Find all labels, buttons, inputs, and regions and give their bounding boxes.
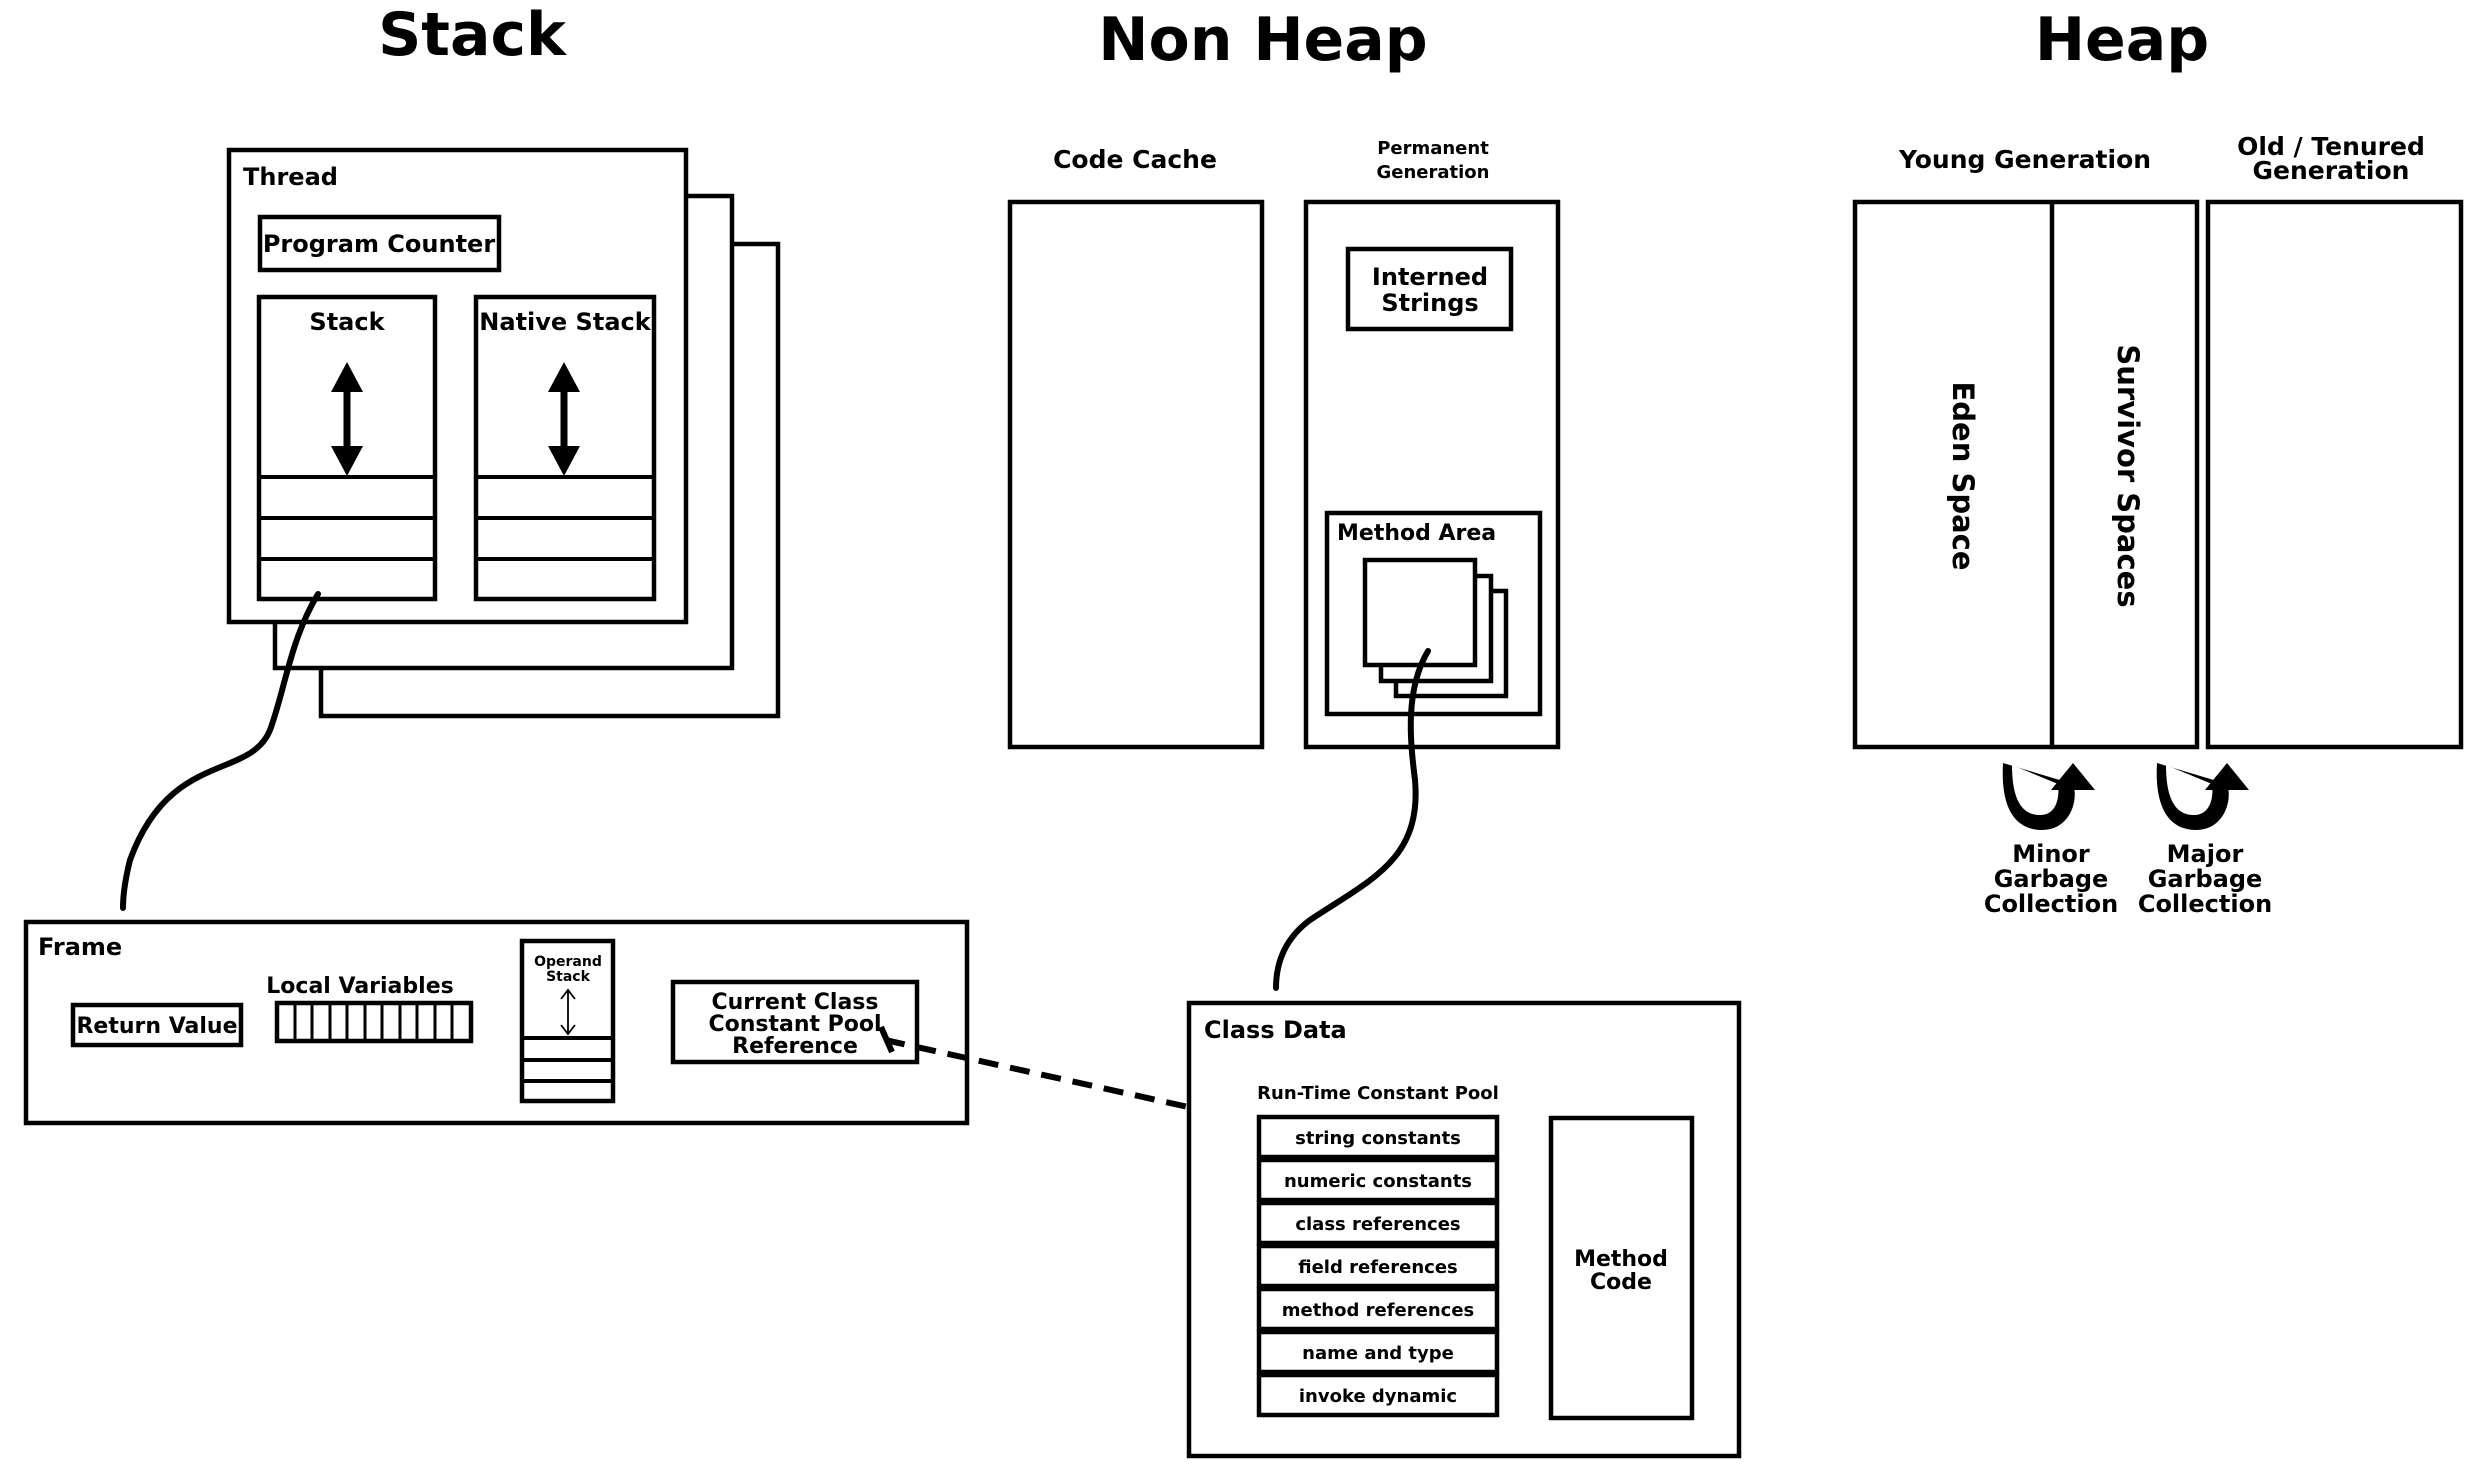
interned-strings-box: [1345, 246, 1514, 332]
young-generation-label: Young Generation: [1898, 145, 2151, 174]
operand-stack-label-line2: Stack: [546, 969, 591, 985]
stack-growth-arrow-icon: [331, 362, 363, 476]
method-code-box: [1548, 1115, 1695, 1421]
survivor-spaces-label: Survivor Spaces: [2111, 344, 2145, 607]
major-gc-curved-arrow-icon: [2156, 763, 2249, 830]
major-gc-label-line2: Garbage: [2148, 865, 2263, 893]
program-counter-box: [257, 214, 502, 273]
pool-item-label: field references: [1298, 1257, 1458, 1278]
local-variables-array: [274, 1000, 474, 1044]
major-gc-label-line1: Major: [2167, 840, 2244, 868]
ccp-reference-label-line2: Constant Pool: [708, 1012, 881, 1037]
stack-to-frame-connector: [120, 591, 321, 911]
stack-label: Stack: [309, 308, 385, 336]
method-area-class-front: [1362, 557, 1478, 668]
eden-space-label: Eden Space: [1946, 381, 1980, 570]
minor-gc-label-line2: Garbage: [1994, 865, 2109, 893]
code-cache-label: Code Cache: [1053, 145, 1217, 174]
pool-item-invoke-dynamic: [1256, 1372, 1500, 1418]
pool-item-label: name and type: [1302, 1343, 1454, 1364]
young-generation-box: [1852, 199, 2200, 750]
permanent-generation-label-line2: Generation: [1377, 162, 1490, 183]
old-generation-label-line1: Old / Tenured: [2237, 132, 2425, 161]
return-value-label: Return Value: [76, 1014, 237, 1039]
ccp-reference-label-line3: Reference: [732, 1034, 858, 1059]
program-counter-label: Program Counter: [263, 230, 496, 258]
old-generation-label-line2: Generation: [2253, 156, 2410, 185]
run-time-constant-pool-label: Run-Time Constant Pool: [1257, 1083, 1499, 1104]
constant-pool-reference-arrow: [878, 1025, 1238, 1118]
thread-label: Thread: [243, 163, 338, 191]
minor-gc-curved-arrow-icon: [2002, 763, 2095, 830]
native-stack-label: Native Stack: [479, 308, 651, 336]
native-stack-growth-arrow-icon: [548, 362, 580, 476]
interned-strings-label-line1: Interned: [1372, 263, 1488, 291]
return-value-box: [70, 1002, 244, 1048]
pool-item-field-references: [1256, 1243, 1500, 1289]
operand-stack: Operand Stack: [519, 938, 616, 1104]
major-gc-label-line3: Collection: [2138, 890, 2272, 918]
frame-label: Frame: [38, 933, 122, 961]
class-data-label: Class Data: [1204, 1016, 1347, 1044]
ccp-reference-label-line1: Current Class: [712, 990, 879, 1015]
operand-stack-arrow-icon: [560, 988, 576, 1036]
non-heap-section-heading: Non Heap: [1098, 5, 1427, 75]
pool-item-numeric-constants: [1256, 1157, 1500, 1203]
pool-item-label: string constants: [1295, 1128, 1461, 1149]
method-code-label-line2: Code: [1590, 1270, 1652, 1295]
run-time-constant-pool: string constants numeric constants class…: [1256, 1114, 1500, 1418]
method-area-to-class-data-connector: [1273, 648, 1431, 991]
minor-gc-label-line3: Collection: [1984, 890, 2118, 918]
heap-section-heading: Heap: [2035, 5, 2209, 75]
local-variables-label: Local Variables: [266, 974, 453, 999]
pool-item-label: class references: [1295, 1214, 1460, 1235]
pool-item-name-and-type: [1256, 1329, 1500, 1375]
thread-stack: Stack: [256, 294, 438, 602]
pool-item-method-references: [1256, 1286, 1500, 1332]
code-cache-box: [1007, 199, 1265, 750]
method-code-label-line1: Method: [1574, 1247, 1668, 1272]
current-class-constant-pool-reference-box: [670, 979, 920, 1065]
old-generation-box: [2205, 199, 2464, 750]
pool-item-string-constants: [1256, 1114, 1500, 1160]
pool-item-label: method references: [1282, 1300, 1475, 1321]
stack-section-heading: Stack: [378, 0, 568, 70]
minor-gc-label-line1: Minor: [2012, 840, 2090, 868]
operand-stack-label-line1: Operand: [534, 954, 602, 970]
interned-strings-label-line2: Strings: [1381, 289, 1478, 317]
method-area-label: Method Area: [1337, 521, 1496, 546]
pool-item-label: invoke dynamic: [1299, 1386, 1457, 1407]
pool-item-class-references: [1256, 1200, 1500, 1246]
permanent-generation-label-line1: Permanent: [1377, 138, 1489, 159]
native-stack: Native Stack: [473, 294, 657, 602]
pool-item-label: numeric constants: [1284, 1171, 1472, 1192]
